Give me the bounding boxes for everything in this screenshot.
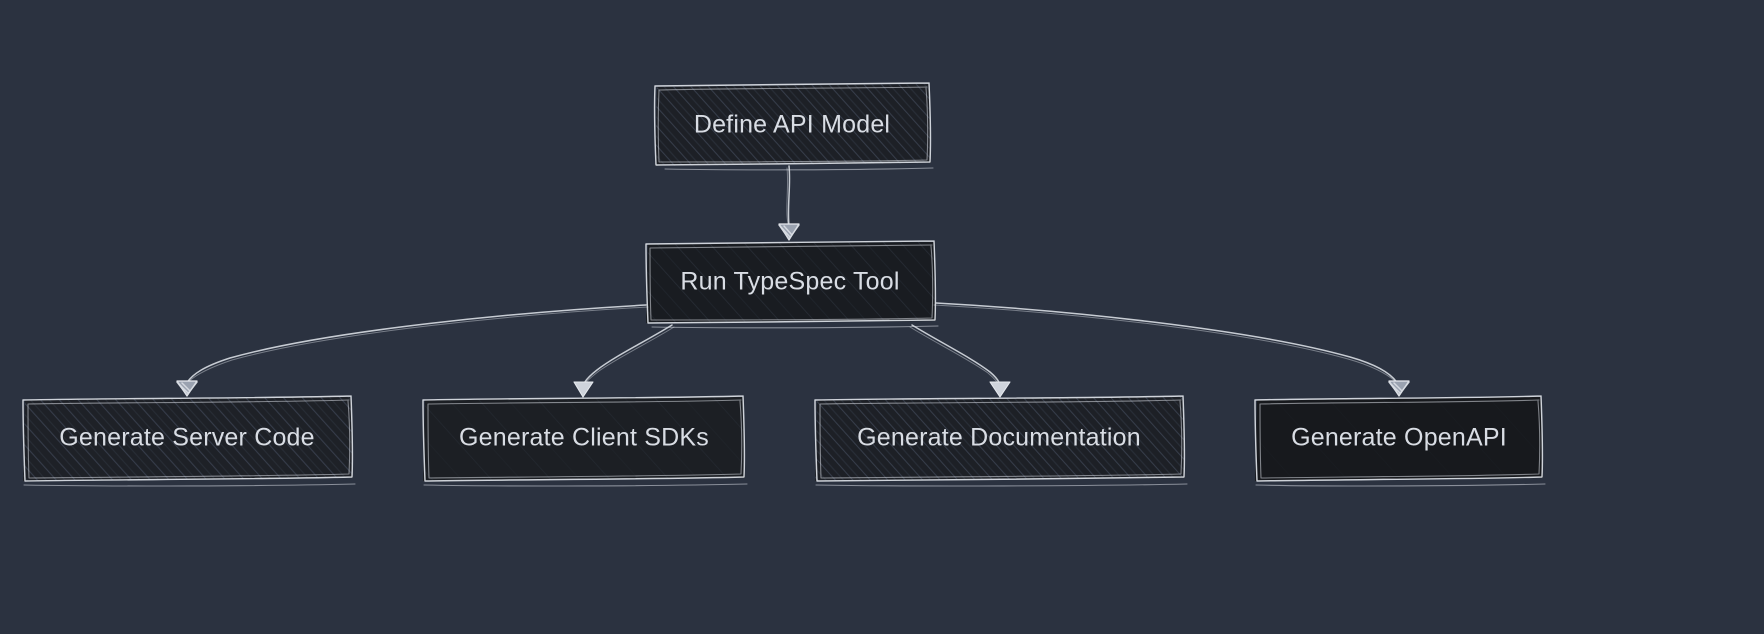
node-label: Run TypeSpec Tool	[680, 268, 899, 296]
node-border-tail	[815, 483, 1188, 487]
node-border-sketch2	[27, 399, 351, 479]
node-label: Generate Client SDKs	[459, 424, 709, 452]
node-border	[22, 395, 354, 482]
edge-run-to-client-sdks	[573, 324, 675, 398]
node-fill	[1255, 397, 1543, 481]
node-border	[645, 240, 937, 324]
node-generate-server-code[interactable]: Generate Server Code	[22, 395, 356, 487]
node-border-sketch2	[649, 244, 934, 321]
node-border-tail	[23, 483, 356, 487]
edge-run-to-server-code	[176, 304, 649, 397]
node-fill	[423, 397, 745, 481]
node-generate-openapi[interactable]: Generate OpenAPI	[1254, 395, 1546, 487]
node-fill	[646, 242, 936, 323]
node-border-sketch2	[819, 399, 1183, 479]
node-border	[422, 395, 746, 482]
node-fill	[23, 397, 353, 481]
node-border	[653, 82, 932, 166]
node-border-tail	[1255, 483, 1546, 487]
node-border-tail	[423, 483, 748, 487]
edge-run-to-documentation	[909, 324, 1011, 398]
node-label: Generate Documentation	[857, 424, 1141, 452]
node-label: Generate Server Code	[59, 424, 315, 452]
node-fill	[655, 84, 931, 166]
node-border-sketch2	[1259, 399, 1541, 479]
node-border-tail	[651, 325, 939, 329]
node-border-tail	[664, 167, 934, 171]
edge-define-to-run	[778, 165, 800, 241]
node-border	[1254, 395, 1544, 482]
node-generate-client-sdks[interactable]: Generate Client SDKs	[422, 395, 748, 487]
node-label: Generate OpenAPI	[1291, 424, 1507, 452]
node-generate-documentation[interactable]: Generate Documentation	[814, 395, 1188, 487]
node-fill	[815, 397, 1185, 481]
node-border	[814, 395, 1186, 482]
edge-run-to-openapi	[933, 302, 1410, 397]
node-define-api-model[interactable]: Define API Model	[653, 82, 934, 171]
node-run-typespec-tool[interactable]: Run TypeSpec Tool	[645, 240, 939, 329]
node-label: Define API Model	[694, 111, 890, 139]
node-border-sketch2	[427, 399, 743, 479]
node-border-sketch2	[657, 86, 929, 163]
